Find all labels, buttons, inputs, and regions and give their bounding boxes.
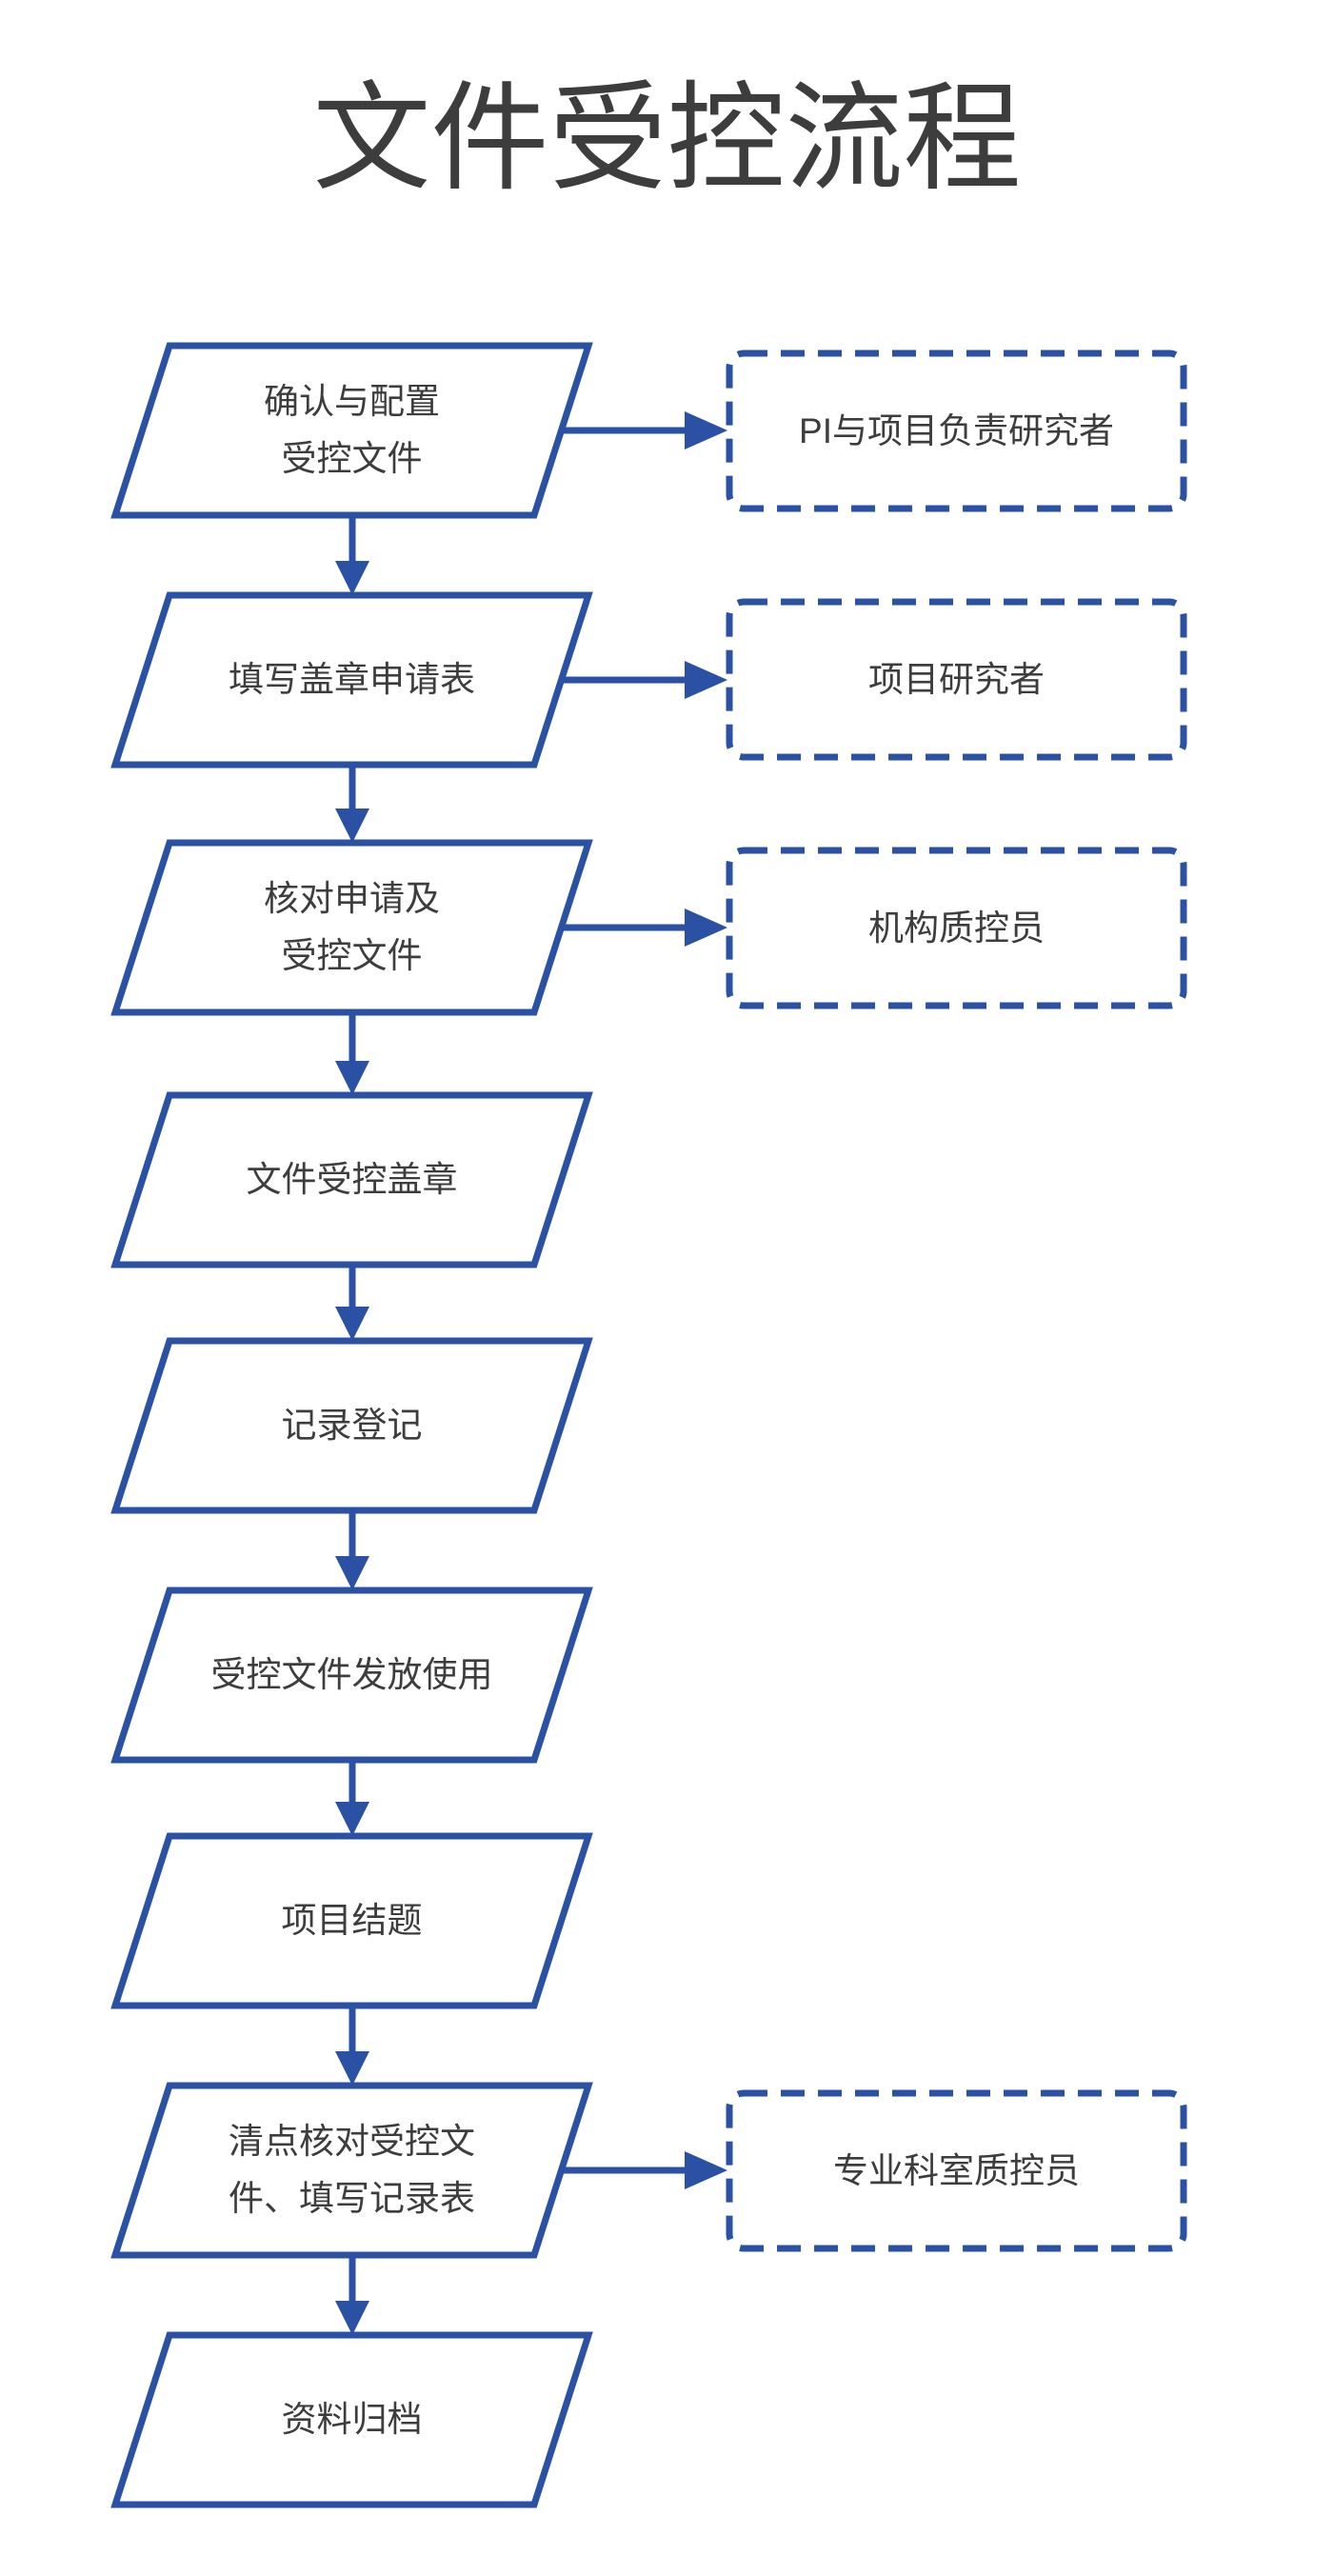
role-box-2 [726, 598, 1187, 761]
arrow-right-1 [561, 411, 727, 449]
step-shape-2 [110, 591, 593, 769]
arrow-down-4 [335, 1265, 369, 1341]
role-box-1 [726, 349, 1187, 512]
step-shape-9 [110, 2331, 593, 2508]
arrow-down-7 [335, 2006, 369, 2086]
arrow-right-3 [561, 909, 727, 947]
step-shape-5 [110, 1337, 593, 1514]
arrow-right-2 [561, 661, 727, 699]
arrow-down-5 [335, 1510, 369, 1590]
step-shape-3 [110, 839, 593, 1016]
step-shape-7 [110, 1832, 593, 2009]
arrow-right-4 [561, 2151, 727, 2189]
role-box-3 [726, 847, 1187, 1009]
step-shape-1 [110, 342, 593, 519]
step-shape-4 [110, 1091, 593, 1268]
arrow-down-6 [335, 1760, 369, 1836]
arrow-down-3 [335, 1012, 369, 1095]
arrow-down-1 [335, 515, 369, 595]
arrow-down-2 [335, 765, 369, 843]
role-box-4 [726, 2089, 1187, 2252]
page-title: 文件受控流程 [312, 73, 1022, 205]
step-shape-8 [110, 2082, 593, 2259]
arrow-down-8 [335, 2255, 369, 2335]
step-shape-6 [110, 1587, 593, 1764]
